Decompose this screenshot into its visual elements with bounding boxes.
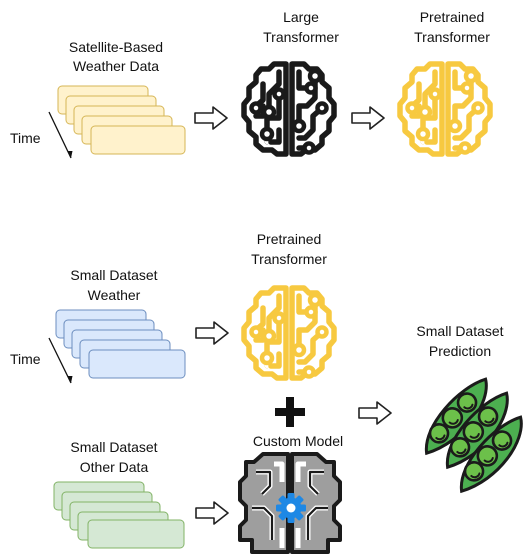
time-arrow-bottom-icon [48,337,73,384]
satellite-data-stack-icon [57,85,186,155]
arrow-right-icon [351,106,385,130]
small-weather-label-line2: Weather [88,287,141,303]
circuit-brain-yellow-mid-icon [244,288,334,378]
large-transformer-label-line2: Transformer [263,29,339,45]
arrow-right-icon [195,321,229,345]
large-transformer-label-line1: Large [283,9,319,25]
arrow-right-icon [358,401,392,425]
weather-data-stack-icon [55,309,186,379]
arrow-right-icon [195,501,229,525]
satellite-label-line2: Weather Data [73,58,159,74]
circuit-brain-yellow-icon [400,64,490,154]
arrow-right-icon [194,106,228,130]
prediction-label-line1: Small Dataset [416,323,503,339]
blue-gear-icon [276,493,306,523]
satellite-label-line1: Satellite-Based [69,39,163,55]
small-other-label-line2: Other Data [80,459,149,475]
plus-icon [275,397,305,427]
pretrained-transformer-mid-label-line2: Transformer [251,251,327,267]
circuit-brain-black-icon [244,64,334,154]
gear-brain-icon [238,452,342,554]
pea-pod-icon [408,374,524,498]
pretrained-transformer-top-label-line1: Pretrained [420,9,485,25]
time-label-top: Time [10,130,41,146]
custom-model-label: Custom Model [253,433,343,449]
prediction-label-line2: Prediction [429,343,491,359]
small-weather-label-line1: Small Dataset [70,267,157,283]
other-data-stack-icon [53,481,185,549]
time-arrow-top-icon [48,111,73,159]
pretrained-transformer-mid-label-line1: Pretrained [257,231,322,247]
pretrained-transformer-top-label-line2: Transformer [414,29,490,45]
time-label-bottom: Time [10,351,41,367]
small-other-label-line1: Small Dataset [70,439,157,455]
